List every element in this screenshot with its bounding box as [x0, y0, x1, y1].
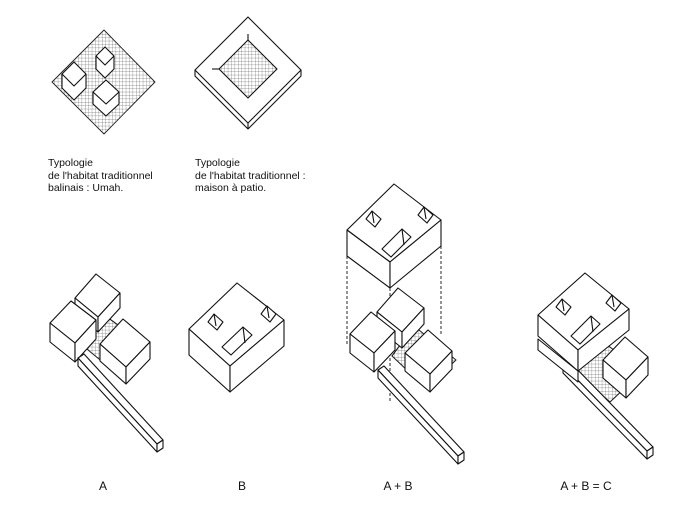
patio-caption: Typologie de l'habitat traditionnel : ma… — [195, 157, 306, 195]
umah-caption-line-1: Typologie — [48, 157, 93, 169]
label-b: B — [237, 479, 247, 493]
label-a: A — [98, 479, 108, 493]
patio-caption-line-1: Typologie — [195, 157, 240, 169]
label-a-plus-b: A + B — [383, 479, 413, 493]
patio-caption-line-2: de l'habitat traditionnel : — [195, 169, 306, 182]
label-a-plus-b-equals-c: A + B = C — [560, 479, 612, 493]
diagram-a-plus-b-drawing — [346, 183, 465, 465]
diagram-c-drawing — [537, 272, 654, 460]
patio-caption-line-3: maison à patio. — [195, 182, 267, 194]
umah-caption: Typologie de l'habitat traditionnel bali… — [48, 157, 153, 195]
umah-caption-line-2: de l'habitat traditionnel — [48, 169, 153, 182]
umah-caption-line-3: balinais : Umah. — [48, 182, 124, 194]
diagram-a-drawing — [49, 273, 164, 453]
umah-compound-drawing — [51, 29, 156, 135]
patio-house-drawing — [194, 16, 302, 130]
diagram-b-drawing — [188, 282, 285, 393]
